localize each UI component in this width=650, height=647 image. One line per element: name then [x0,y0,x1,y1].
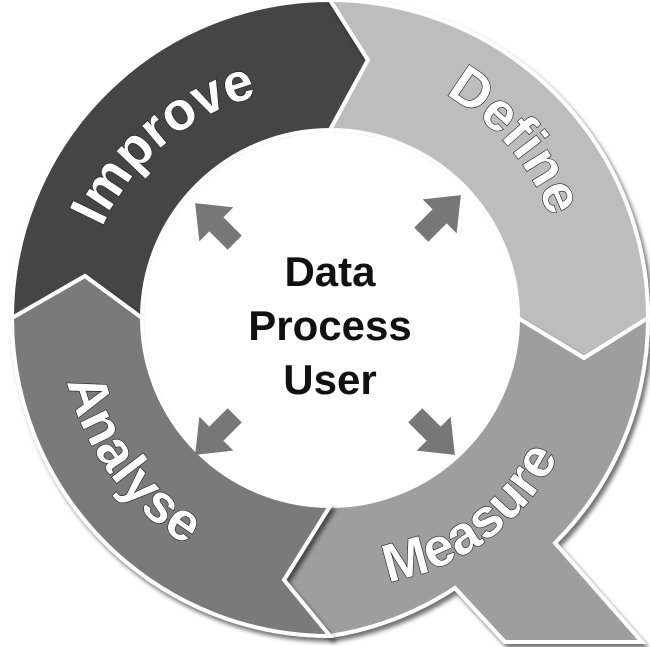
arrow-down-right-icon [408,408,455,455]
arrow-down-left-icon [195,408,242,455]
center-line-1: Data [284,248,376,295]
segment-improve [9,0,371,322]
arrow-up-left-icon [195,203,242,250]
segment-define [326,0,650,361]
arrow-up-right-icon [414,195,461,242]
segment-analyse [9,273,335,639]
center-line-2: Process [248,302,411,349]
center-line-3: User [283,356,376,403]
